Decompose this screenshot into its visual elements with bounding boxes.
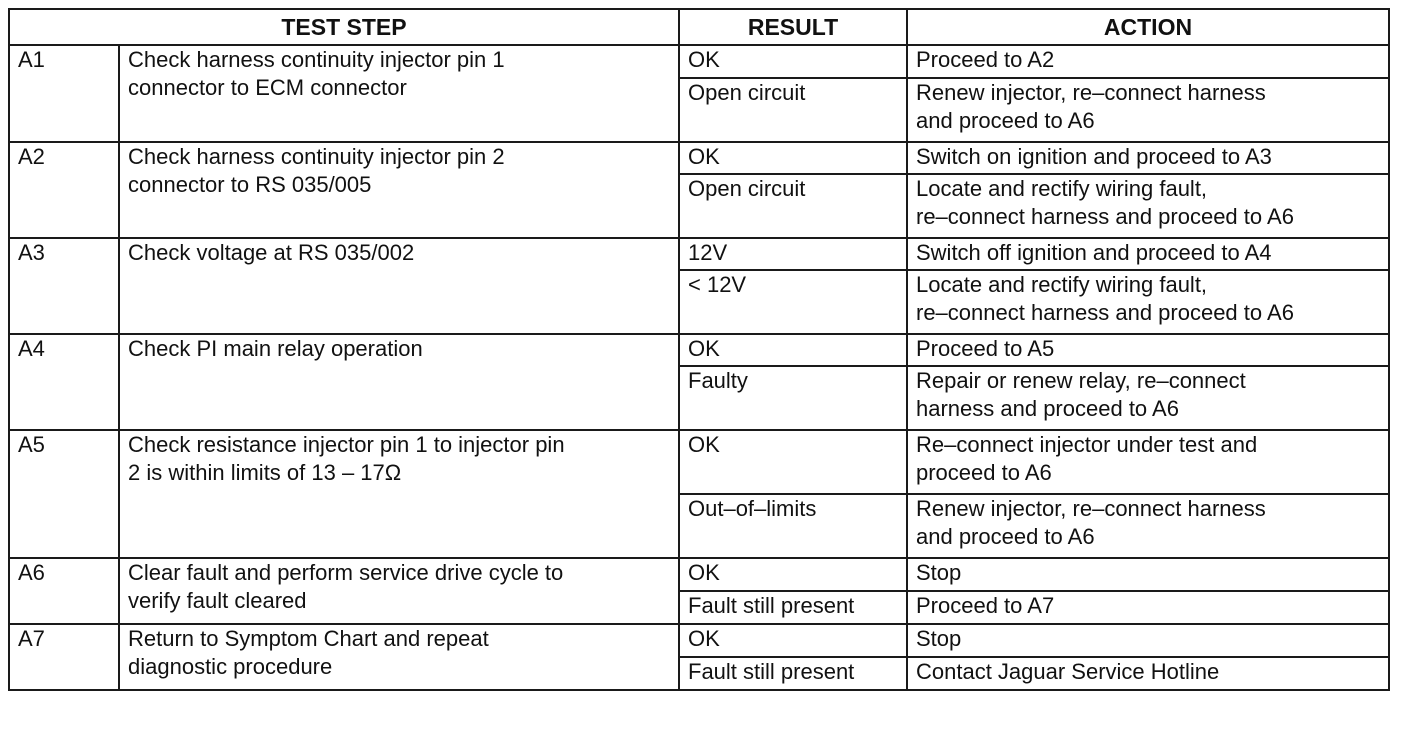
action-cell: Switch off ignition and proceed to A4 [906, 237, 1390, 271]
result-cell: 12V [678, 237, 908, 271]
step-id: A5 [8, 429, 120, 559]
step-description: Clear fault and perform service drive cy… [118, 557, 680, 625]
result-cell: OK [678, 557, 908, 592]
action-cell: Renew injector, re–connect harness and p… [906, 493, 1390, 559]
action-cell: Proceed to A7 [906, 590, 1390, 625]
step-id: A2 [8, 141, 120, 239]
table-row: Fault still present Proceed to A7 [9, 590, 1390, 625]
table-row: A4 Check PI main relay operation OK Proc… [8, 333, 1390, 431]
result-cell: Fault still present [678, 656, 908, 691]
result-cell: OK [678, 44, 908, 79]
result-cell: OK [678, 333, 908, 367]
diagnostic-document: TEST STEP RESULT ACTION A1 Check harness… [8, 8, 1390, 740]
action-cell: Renew injector, re–connect harness and p… [906, 77, 1390, 143]
result-cell: OK [678, 429, 908, 495]
table-row: Fault still present Contact Jaguar Servi… [9, 656, 1390, 691]
result-cell: OK [678, 141, 908, 175]
header-test-step: TEST STEP [8, 8, 680, 46]
step-id: A7 [8, 623, 120, 691]
result-cell: Open circuit [678, 77, 908, 143]
step-description: Check PI main relay operation [118, 333, 680, 431]
action-cell: Re–connect injector under test and proce… [906, 429, 1390, 495]
step-description: Check voltage at RS 035/002 [118, 237, 680, 335]
result-cell: Faulty [678, 365, 908, 431]
table-row: A2 Check harness continuity injector pin… [8, 141, 1390, 239]
table-row: A7 Return to Symptom Chart and repeat di… [8, 623, 1390, 691]
table-row: < 12V Locate and rectify wiring fault, r… [9, 269, 1390, 335]
step-description: Check harness continuity injector pin 1 … [118, 44, 680, 143]
step-id: A6 [8, 557, 120, 625]
action-cell: Proceed to A5 [906, 333, 1390, 367]
action-cell: Stop [906, 623, 1390, 658]
table-row: Open circuit Locate and rectify wiring f… [9, 173, 1390, 239]
table-row: A3 Check voltage at RS 035/002 12V Switc… [8, 237, 1390, 335]
result-cell: OK [678, 623, 908, 658]
table-header-row: TEST STEP RESULT ACTION [8, 8, 1390, 46]
table-row: A5 Check resistance injector pin 1 to in… [8, 429, 1390, 559]
action-cell: Repair or renew relay, re–connect harnes… [906, 365, 1390, 431]
header-result: RESULT [678, 8, 908, 46]
step-description: Return to Symptom Chart and repeat diagn… [118, 623, 680, 691]
step-description: Check harness continuity injector pin 2 … [118, 141, 680, 239]
action-cell: Stop [906, 557, 1390, 592]
step-description: Check resistance injector pin 1 to injec… [118, 429, 680, 559]
table-row: Faulty Repair or renew relay, re–connect… [9, 365, 1390, 431]
table-row: Open circuit Renew injector, re–connect … [9, 77, 1390, 143]
result-cell: Open circuit [678, 173, 908, 239]
header-action: ACTION [906, 8, 1390, 46]
action-cell: Locate and rectify wiring fault, re–conn… [906, 269, 1390, 335]
result-cell: Fault still present [678, 590, 908, 625]
table-row: Out–of–limits Renew injector, re–connect… [9, 493, 1390, 559]
diagnostic-table: TEST STEP RESULT ACTION A1 Check harness… [8, 8, 1390, 691]
step-id: A3 [8, 237, 120, 335]
step-id: A4 [8, 333, 120, 431]
step-id: A1 [8, 44, 120, 143]
result-cell: < 12V [678, 269, 908, 335]
action-cell: Switch on ignition and proceed to A3 [906, 141, 1390, 175]
action-cell: Locate and rectify wiring fault, re–conn… [906, 173, 1390, 239]
action-cell: Contact Jaguar Service Hotline [906, 656, 1390, 691]
action-cell: Proceed to A2 [906, 44, 1390, 79]
table-row: A6 Clear fault and perform service drive… [8, 557, 1390, 625]
result-cell: Out–of–limits [678, 493, 908, 559]
table-row: A1 Check harness continuity injector pin… [8, 44, 1390, 143]
